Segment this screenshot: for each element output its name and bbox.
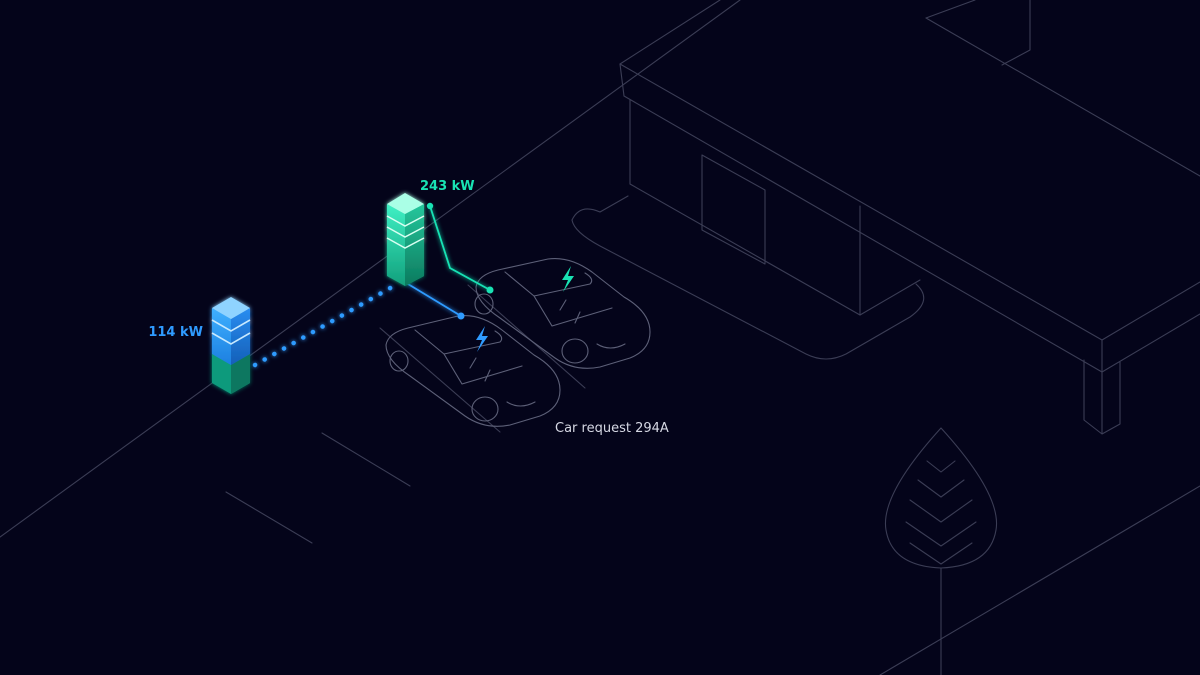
charger-114kw[interactable] bbox=[211, 297, 251, 394]
cable-plug-green bbox=[486, 286, 494, 294]
roof-front-bottom bbox=[623, 95, 1103, 373]
parking-line-1 bbox=[379, 327, 501, 433]
upper-structure-3 bbox=[1001, 0, 1031, 66]
upper-structure bbox=[925, 17, 1200, 177]
road-far-edge bbox=[879, 485, 1200, 675]
charger-1-power-label: 114 kW bbox=[148, 325, 203, 340]
upper-structure-2 bbox=[925, 0, 976, 19]
building bbox=[571, 0, 1200, 435]
wall-right bbox=[859, 279, 921, 316]
door bbox=[701, 154, 766, 265]
sidewalk-outline bbox=[571, 195, 925, 360]
charger-243kw[interactable] bbox=[386, 193, 425, 286]
cable-anchor-top bbox=[426, 202, 434, 210]
lightning-bolt-icon bbox=[476, 326, 488, 352]
pillar bbox=[1083, 359, 1121, 435]
roof-front-top bbox=[619, 63, 1103, 341]
car-front bbox=[385, 315, 561, 427]
lane-marking-2 bbox=[225, 491, 313, 544]
roof-top bbox=[619, 0, 721, 65]
roof-corner-bottom bbox=[1101, 313, 1200, 373]
sidewalk-edge bbox=[0, 0, 741, 538]
lightning-bolt-icon bbox=[562, 266, 574, 292]
wall-base bbox=[629, 183, 861, 316]
cable-plug-blue bbox=[457, 312, 465, 320]
parking-line-2 bbox=[467, 284, 586, 389]
roof-left-edge bbox=[619, 63, 625, 97]
charger-2-power-label: 243 kW bbox=[420, 179, 475, 194]
lane-marking-1 bbox=[321, 432, 411, 487]
car-request-caption: Car request 294A bbox=[555, 421, 669, 436]
roof-corner bbox=[1101, 281, 1200, 341]
car-back bbox=[474, 257, 651, 369]
green-charging-cable bbox=[429, 205, 491, 291]
leaf-tree-icon bbox=[884, 427, 998, 675]
dotted-link-line bbox=[252, 284, 395, 368]
